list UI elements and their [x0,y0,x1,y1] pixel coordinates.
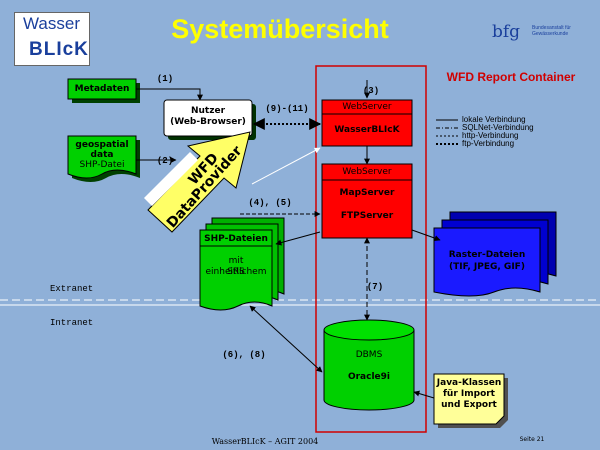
shp-label-3: SRS [227,267,245,277]
nutzer-label-1: Nutzer [190,106,226,116]
raster-label-2: (TIF, JPEG, GIF) [449,262,525,272]
geospatial-label-3: SHP-Datei [79,160,125,170]
legend-ftp: ftp-Verbindung [462,139,515,148]
geospatial-label-1: geospatial [75,140,129,150]
edge-label-7: (7) [366,282,384,292]
edge-java-dbms [413,390,435,399]
slide-title: Systemübersicht [171,14,389,44]
logo-text-wasser: Wasser [23,14,80,33]
raster-label-1: Raster-Dateien [448,250,526,260]
mapserver-label: MapServer [339,188,395,198]
edge-label-2: (2) [156,156,174,166]
legend-lokal: lokale Verbindung [462,115,526,124]
edge-shp-dbms [249,305,323,373]
dbms-cylinder-top [323,319,415,341]
wasserblick-label: WasserBLIcK [334,125,400,135]
edge-server-raster [411,229,441,242]
shp-doc-front [199,229,273,311]
geospatial-box [67,135,137,179]
dbms-label: DBMS [355,350,383,360]
webserver-top-label: WebServer [342,102,392,112]
wasserblick-logo: Wasser BLIcK [14,12,90,66]
provider-arrow-shade [144,152,198,206]
raster-doc-front [433,227,541,297]
webserver-mid-label: WebServer [342,167,392,177]
legend-sqlnet: SQLNet-Verbindung [462,123,534,132]
metadaten-label: Metadaten [74,84,130,94]
edge-label-6-8: (6), (8) [222,350,266,360]
dbms-cylinder [323,330,415,411]
edge-label-1: (1) [156,74,174,84]
edge-server-shp [275,231,321,246]
edge-metadaten-nutzer [136,88,203,101]
zone-label-extranet: Extranet [50,284,94,294]
footer-left: WasserBLIcK – AGIT 2004 [211,437,319,446]
webserver-top-box [321,99,413,147]
java-label-3: und Export [441,400,497,410]
shp-label-1: SHP-Dateien [204,234,268,244]
nutzer-label-2: (Web-Browser) [170,117,246,127]
nutzer-box [163,99,253,137]
edge-provider-webserver [251,147,321,185]
java-label-1: Java-Klassen [436,378,502,388]
logo-text-blick: BLIcK [29,39,89,60]
bfg-logo-text: bfg [492,22,521,42]
geospatial-label-2: data [90,150,114,160]
provider-arrow [147,131,251,233]
zone-label-intranet: Intranet [50,318,94,328]
shp-label-2: mit einheitlichem [205,256,267,277]
edge-label-3: (3) [362,86,380,96]
oracle-label: Oracle9i [347,372,391,382]
java-box [433,373,505,425]
legend-http: http-Verbindung [462,131,519,140]
footer-page: Seite 21 [519,436,545,443]
bfg-logo-subtext: Bundesanstalt für Gewässerkunde [532,25,571,37]
wfd-report-container [315,65,427,433]
edge-label-4-5: (4), (5) [248,198,292,208]
java-label-2: für Import [443,389,495,399]
ftpserver-label: FTPServer [340,211,394,221]
bfg-logo: bfg Bundesanstalt für Gewässerkunde [484,14,588,52]
edge-label-9-11: (9)-(11) [265,104,309,114]
container-title: WFD Report Container [446,70,576,84]
